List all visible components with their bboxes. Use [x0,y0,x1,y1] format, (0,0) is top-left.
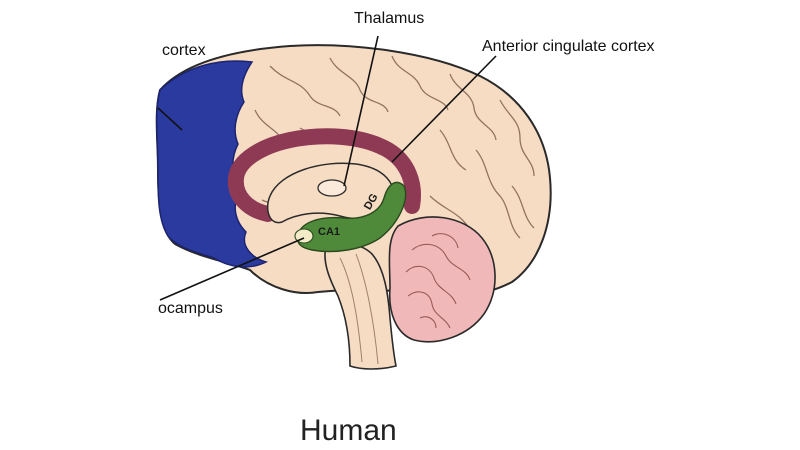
cerebellum-folia [405,233,471,329]
brainstem [324,242,397,370]
hippocampus-label: ocampus [158,300,223,317]
cortex-region [155,60,269,268]
thalamus-label: Thalamus [354,10,425,27]
species-caption: Human [300,414,397,447]
cingulate-band [227,128,421,222]
cerebellum [388,216,496,343]
anterior-cingulate-cortex-label: Anterior cingulate cortex [482,38,655,55]
cortex-label: cortex [162,42,206,59]
hippocampus-structure [296,181,407,253]
thalamus-structure [317,179,347,197]
ca1-label: CA1 [318,226,341,238]
leader-lines [157,35,497,301]
